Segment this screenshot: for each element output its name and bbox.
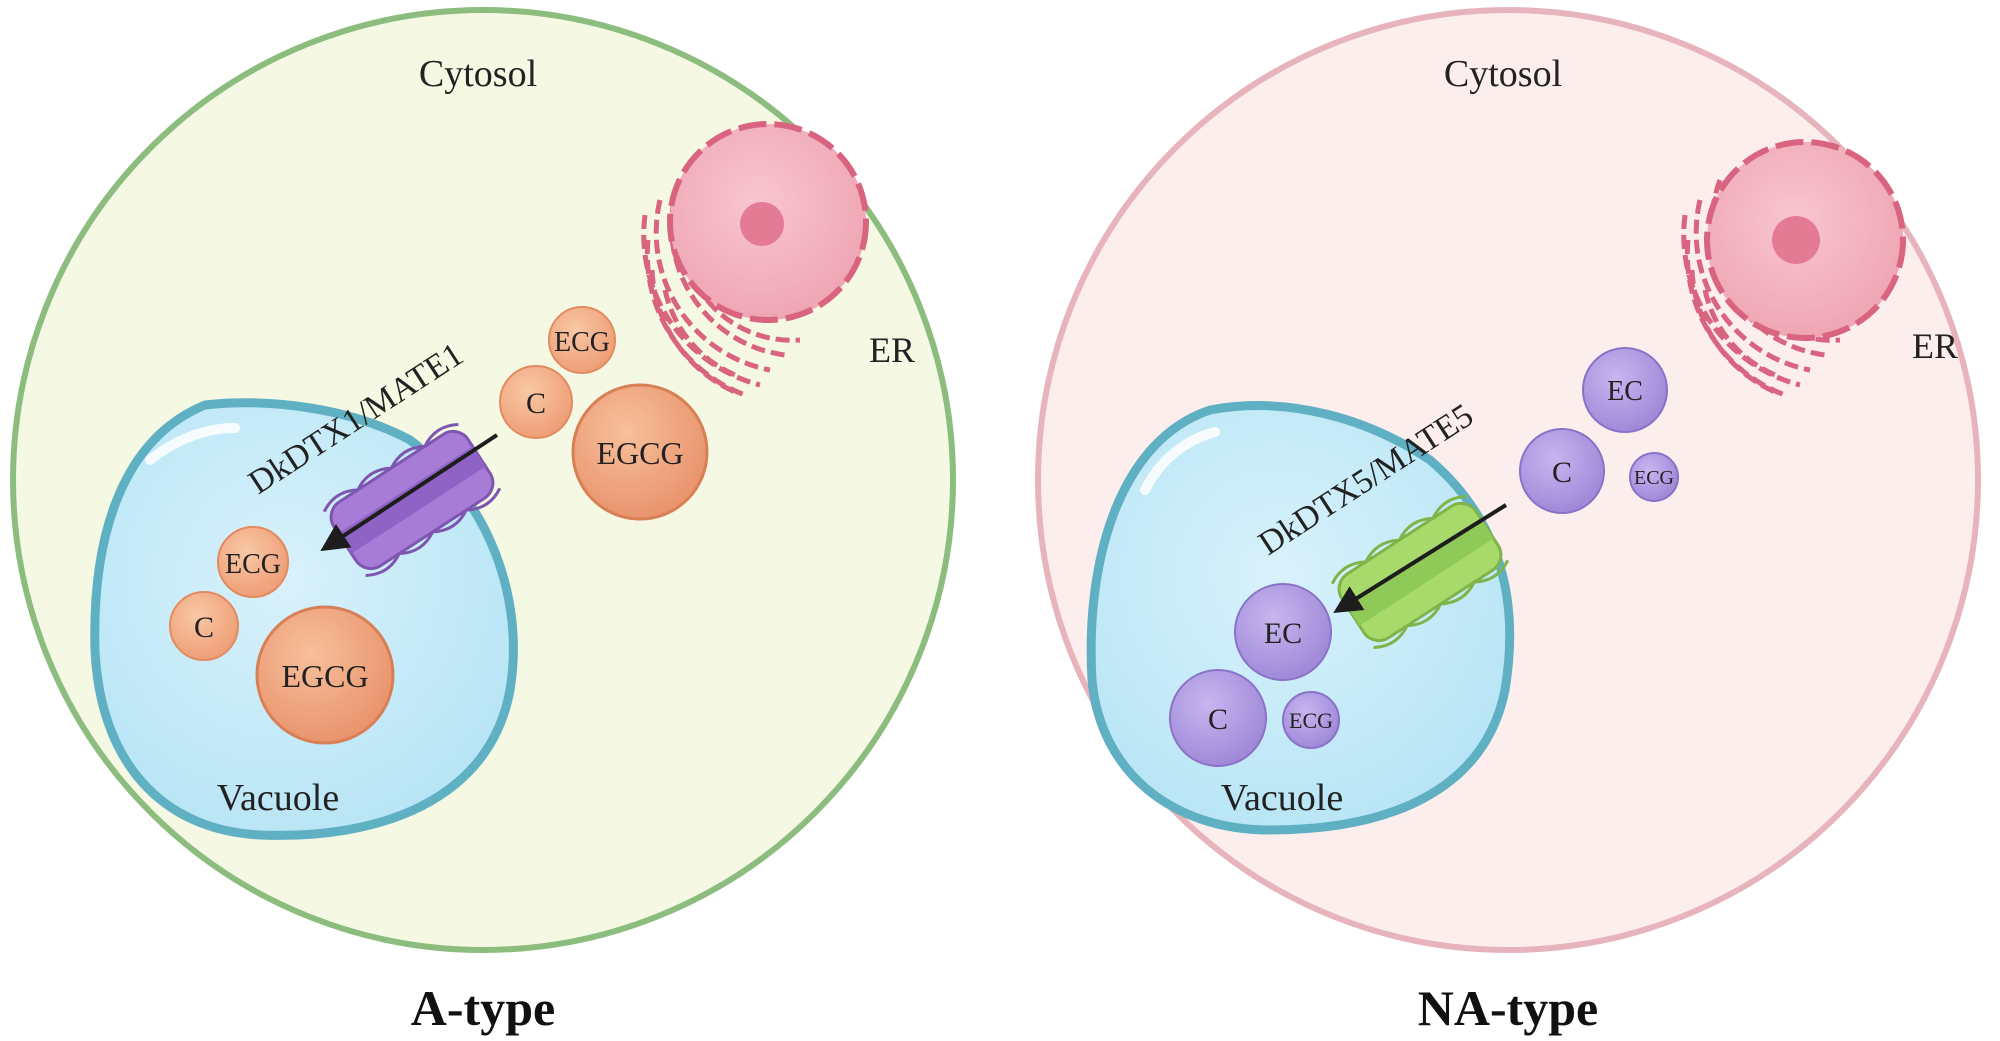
right-cytosol-molecule-ec: EC (1582, 347, 1668, 433)
svg-text:C: C (194, 611, 214, 644)
right-vacuole-label: Vacuole (1221, 777, 1343, 819)
right-transport-arrow (1333, 503, 1508, 613)
svg-text:ECG: ECG (1289, 708, 1333, 733)
left-cytosol-molecule-c: C (499, 365, 573, 439)
left-vacuole-molecule-ecg: ECG (217, 526, 289, 598)
left-panel: Cytosol ER Vacuole (10, 7, 956, 1036)
right-cytosol-molecule-ecg: ECG (1629, 452, 1679, 502)
svg-text:EGCG: EGCG (281, 658, 368, 694)
right-cytosol-molecule-c: C (1519, 428, 1605, 514)
right-cytosol-label: Cytosol (1444, 53, 1562, 95)
svg-text:ECG: ECG (554, 327, 610, 358)
right-vacuole-molecule-ecg: ECG (1282, 691, 1340, 749)
right-panel-title: NA-type (1418, 980, 1599, 1036)
svg-text:ECG: ECG (1634, 467, 1674, 489)
right-er-icon (1681, 139, 1906, 398)
right-vacuole-molecule-c: C (1169, 669, 1267, 767)
left-vacuole-highlight (145, 423, 240, 465)
left-er-icon (641, 121, 869, 398)
right-panel: Cytosol ER Vacuole (1035, 7, 1981, 1036)
svg-text:EGCG: EGCG (596, 435, 683, 471)
svg-text:EC: EC (1607, 376, 1643, 407)
left-transport-arrow (320, 433, 499, 552)
left-vacuole-label: Vacuole (217, 777, 339, 819)
left-panel-title: A-type (411, 980, 555, 1036)
svg-text:EC: EC (1264, 617, 1302, 650)
left-cytosol-molecule-egcg: EGCG (571, 383, 709, 521)
svg-text:ECG: ECG (225, 549, 281, 580)
svg-text:C: C (1208, 703, 1228, 736)
svg-text:C: C (1552, 456, 1572, 489)
right-transporter-icon (1330, 495, 1510, 649)
left-cytosol-label: Cytosol (419, 53, 537, 95)
right-vacuole-highlight (1140, 427, 1220, 495)
left-er-label: ER (869, 330, 915, 370)
right-er-label: ER (1912, 326, 1958, 366)
svg-text:C: C (526, 387, 546, 420)
left-vacuole-molecule-c: C (169, 591, 239, 661)
left-vacuole-molecule-egcg: EGCG (255, 605, 395, 745)
right-vacuole-molecule-ec: EC (1234, 583, 1332, 681)
left-cytosol-molecule-ecg: ECG (548, 306, 616, 374)
